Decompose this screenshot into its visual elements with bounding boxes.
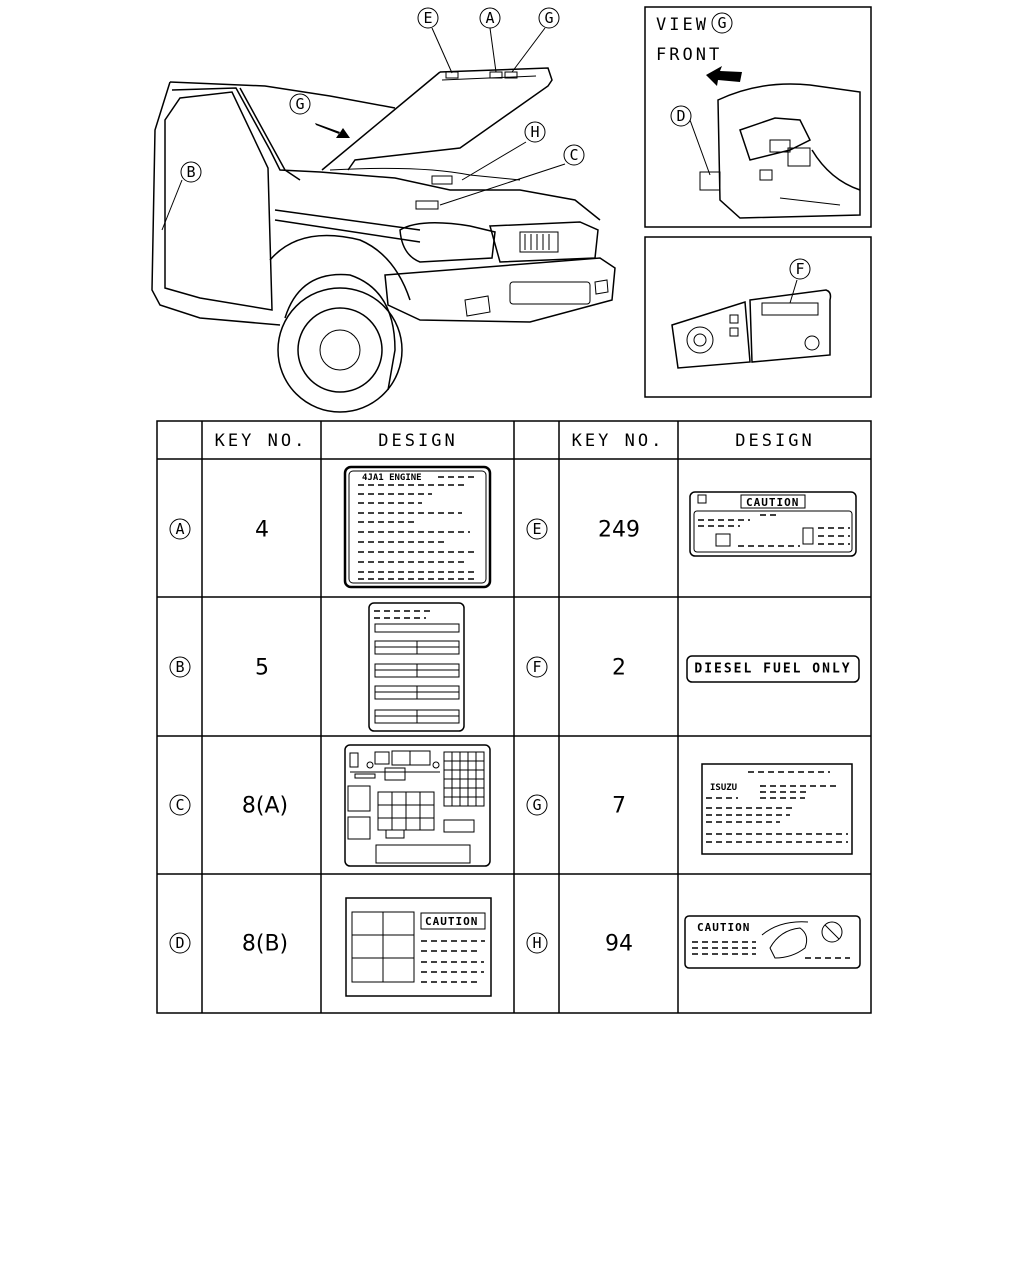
header-design-left: DESIGN [378,431,457,451]
fuel-lid-panel: F [644,236,872,398]
row-ref-g: G [526,794,548,816]
callout-a: A [479,7,501,29]
header-key-no-left: KEY NO. [215,431,308,451]
view-g-panel: VIEW G FRONT D [644,6,872,228]
design-h-caution-label: CAUTION [684,915,861,969]
design-b-tire-placard [368,602,465,732]
row-ref-a: A [169,518,191,540]
design-d-caution-label: CAUTION [345,897,492,997]
callout-g-top: G [538,7,560,29]
label-table [156,420,872,1014]
svg-text:D: D [175,934,184,952]
svg-text:B: B [175,658,184,676]
key-no-e: 249 [598,518,640,543]
svg-text:E: E [532,520,541,538]
svg-text:C: C [175,796,184,814]
front-arrow-icon [706,66,742,86]
row-ref-d: D [169,932,191,954]
callout-b: B [180,161,202,183]
key-no-g: 7 [612,794,626,819]
key-no-c: 8(A) [242,794,288,819]
row-ref-c: C [169,794,191,816]
view-ref: G [717,14,726,32]
design-f-fuel-label: DIESEL FUEL ONLY [686,655,860,683]
callout-h: H [524,121,546,143]
key-no-a: 4 [255,518,269,543]
key-no-d: 8(B) [242,932,288,957]
vehicle-illustration [151,27,616,413]
row-ref-h: H [526,932,548,954]
callout-d: D [676,107,685,125]
callout-e: E [417,7,439,29]
svg-text:A: A [485,9,494,27]
design-a-engine-label: 4JA1 ENGINE [343,465,492,589]
key-no-b: 5 [255,656,269,681]
row-ref-e: E [526,518,548,540]
svg-text:DIESEL FUEL ONLY: DIESEL FUEL ONLY [694,662,851,677]
front-label: FRONT [656,45,722,65]
svg-text:C: C [569,146,578,164]
design-e-caution-label: CAUTION [689,491,857,557]
header-key-no-right: KEY NO. [572,431,665,451]
svg-text:G: G [295,95,304,113]
callout-c: C [563,144,585,166]
header-design-right: DESIGN [735,431,814,451]
callout-g-hood: G [289,93,311,115]
svg-text:4JA1 ENGINE: 4JA1 ENGINE [362,473,422,483]
view-label: VIEW [656,15,709,35]
callout-f: F [795,260,804,278]
svg-text:CAUTION: CAUTION [425,915,478,928]
svg-text:G: G [544,9,553,27]
svg-text:F: F [532,658,541,676]
svg-text:G: G [532,796,541,814]
svg-text:H: H [532,934,541,952]
row-ref-f: F [526,656,548,678]
design-c-diagram-label [344,744,491,867]
svg-text:CAUTION: CAUTION [697,921,750,934]
key-no-f: 2 [612,656,626,681]
svg-text:ISUZU: ISUZU [710,783,737,793]
svg-text:H: H [530,123,539,141]
svg-text:CAUTION: CAUTION [746,496,799,509]
svg-text:E: E [423,9,432,27]
svg-text:A: A [175,520,184,538]
row-ref-b: B [169,656,191,678]
key-no-h: 94 [605,932,633,957]
svg-text:B: B [186,163,195,181]
design-g-isuzu-label: ISUZU [701,763,853,855]
